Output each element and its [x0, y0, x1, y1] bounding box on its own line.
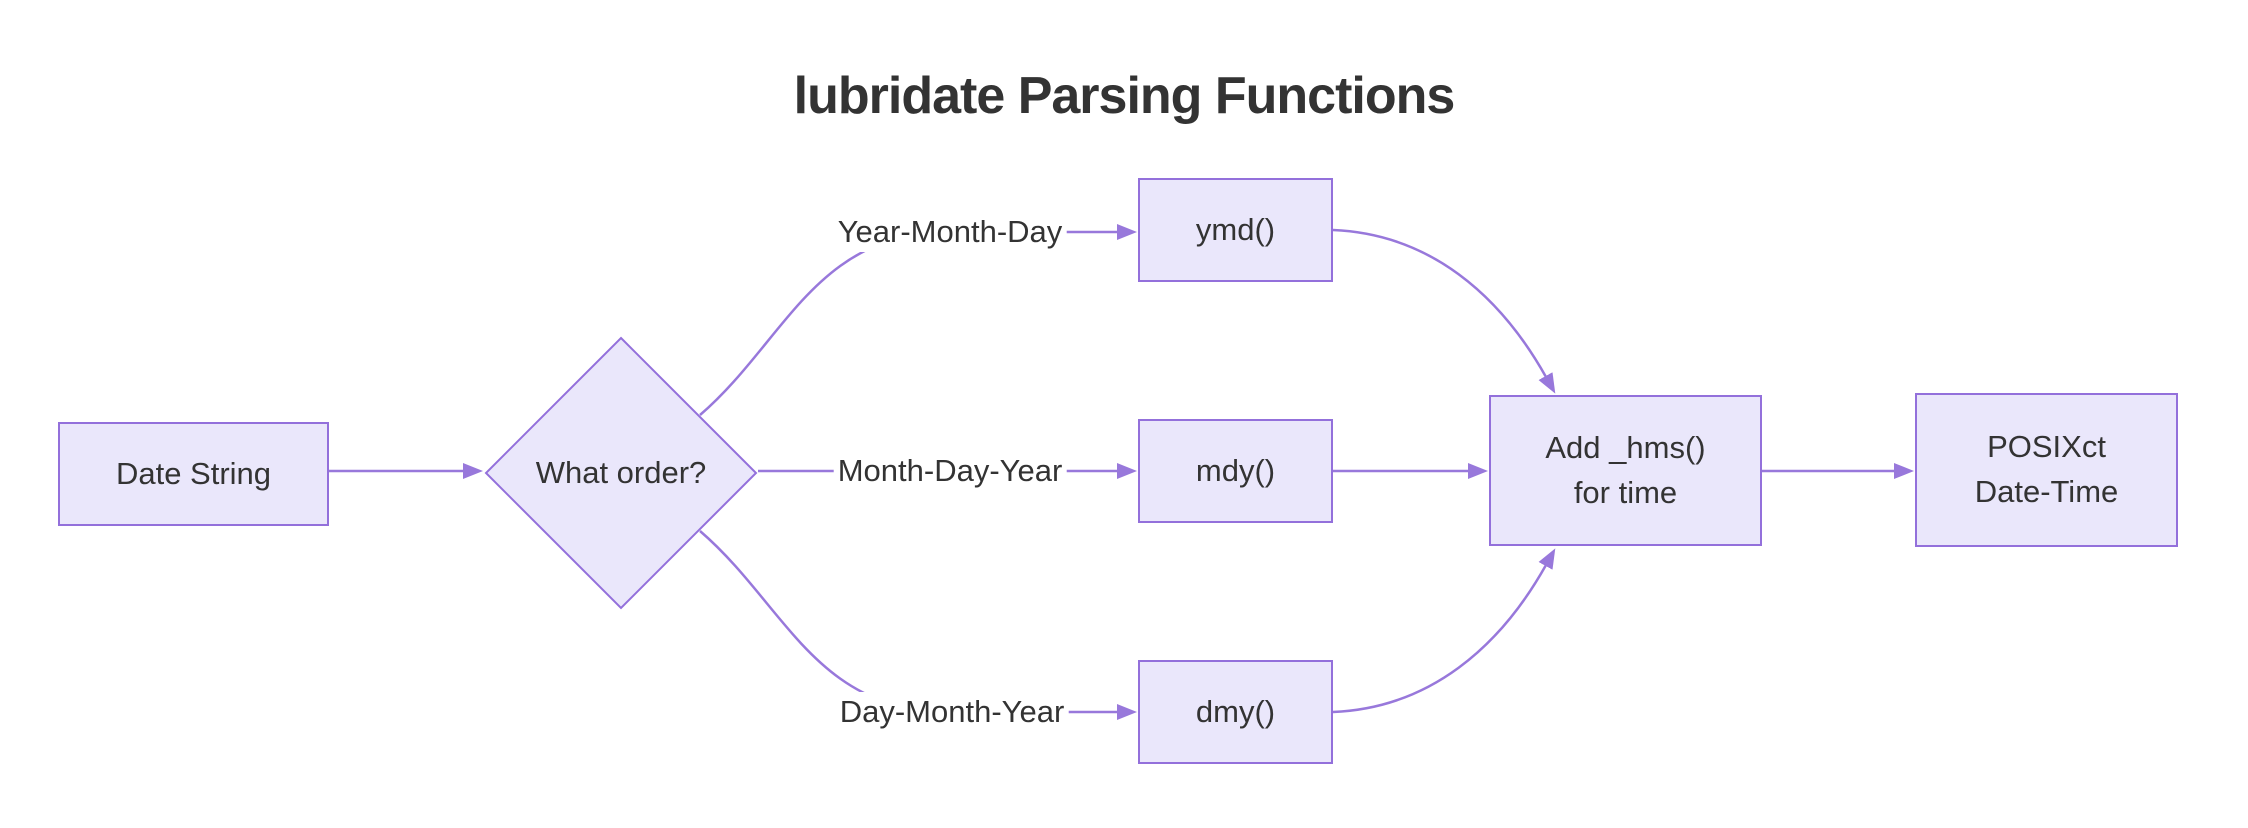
edge-label-day-month-year: Day-Month-Year: [835, 692, 1069, 732]
diamond-icon: [484, 336, 758, 610]
node-add-hms-label-line2: for time: [1573, 474, 1678, 510]
node-dmy-label: dmy(): [1195, 693, 1276, 729]
node-add-hms: Add _hms() for time: [1489, 395, 1762, 546]
edge-label-year-month-day: Year-Month-Day: [833, 212, 1067, 252]
node-decision-label: What order?: [535, 455, 707, 490]
edge-decision-to-dmy: [699, 530, 1137, 720]
node-add-hms-label-line1: Add _hms(): [1545, 429, 1706, 465]
diagram-title: lubridate Parsing Functions: [793, 67, 1456, 125]
edge-decision-to-ymd: [699, 224, 1137, 416]
node-date-string-label: Date String: [115, 455, 272, 491]
node-dmy: dmy(): [1138, 660, 1333, 764]
edge-label-month-day-year: Month-Day-Year: [833, 451, 1067, 491]
node-mdy: mdy(): [1138, 419, 1333, 523]
node-ymd-label: ymd(): [1195, 211, 1276, 247]
node-posixct-label-line2: Date-Time: [1974, 474, 2119, 509]
node-decision-what-order: What order?: [484, 336, 758, 610]
node-posixct-label-line1: POSIXct: [1987, 429, 2106, 465]
node-posixct: POSIXct Date-Time: [1915, 393, 2178, 547]
edge-dmy-to-add-hms: [1332, 548, 1556, 714]
edge-ymd-to-add-hms: [1332, 228, 1556, 394]
node-ymd: ymd(): [1138, 178, 1333, 282]
node-date-string: Date String: [58, 422, 329, 526]
decision-diamond-shape: [484, 336, 758, 610]
node-mdy-label: mdy(): [1195, 452, 1276, 488]
